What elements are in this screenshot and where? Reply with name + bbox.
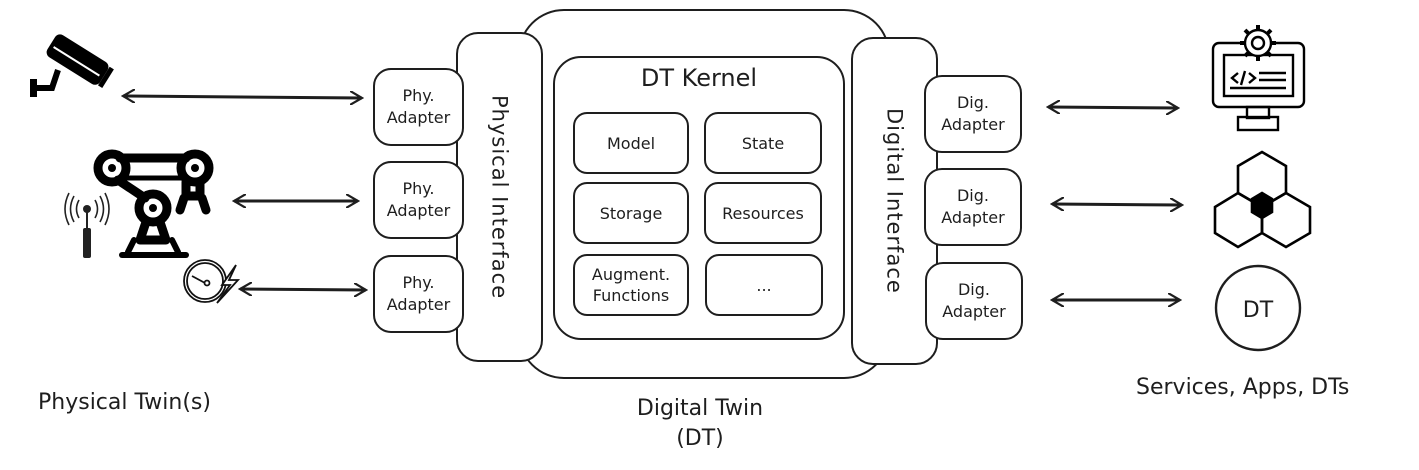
dig-adapter[interactable]: Dig. Adapter	[924, 75, 1022, 153]
dt-circle-icon: DT	[1214, 264, 1302, 352]
dt-kernel-title: DT Kernel	[640, 64, 758, 92]
physical-interface: Physical Interface	[456, 32, 543, 362]
digital-twin-caption-line2: (DT)	[676, 426, 724, 451]
robot-arm-icon	[93, 149, 214, 258]
kernel-component-label: Augment. Functions	[591, 265, 671, 305]
phy-adapter-label: Phy. Adapter	[386, 273, 451, 314]
kernel-component-more[interactable]: ...	[705, 254, 823, 316]
robot-arm-joints	[108, 164, 199, 212]
kernel-component-label: State	[741, 133, 785, 153]
physical-interface-label: Physical Interface	[487, 94, 512, 300]
dig-adapter-label: Dig. Adapter	[941, 93, 1005, 134]
dig-adapter[interactable]: Dig. Adapter	[924, 168, 1022, 246]
phy-adapter-label: Phy. Adapter	[386, 86, 451, 127]
kernel-component-label: Storage	[599, 203, 663, 223]
arrow-adapter-monitor	[1048, 107, 1178, 108]
kernel-component-label: Resources	[722, 203, 804, 223]
kernel-component-label: ...	[756, 275, 772, 295]
dig-adapter-label: Dig. Adapter	[941, 186, 1005, 227]
code-monitor-gear-icon	[1211, 25, 1306, 132]
dt-circle-label: DT	[1243, 298, 1274, 323]
kernel-component-augment-functions[interactable]: Augment. Functions	[573, 254, 689, 316]
arrow-gauge-adapter	[240, 289, 366, 290]
kernel-component-state[interactable]: State	[704, 112, 822, 174]
phy-adapter[interactable]: Phy. Adapter	[373, 68, 464, 146]
digital-twin-caption-line1: Digital Twin	[636, 396, 764, 421]
digital-interface-label: Digital Interface	[882, 108, 907, 294]
phy-adapter-label: Phy. Adapter	[386, 179, 451, 220]
dig-adapter[interactable]: Dig. Adapter	[925, 262, 1023, 340]
arrow-camera-adapter	[123, 96, 362, 98]
services-caption: Services, Apps, DTs	[1136, 375, 1350, 400]
gauge-energy-icon	[183, 259, 241, 304]
dig-adapter-label: Dig. Adapter	[942, 280, 1006, 321]
phy-adapter[interactable]: Phy. Adapter	[373, 255, 464, 333]
physical-twin-caption: Physical Twin(s)	[38, 390, 211, 415]
hex-cubes-icon	[1213, 150, 1312, 249]
kernel-component-storage[interactable]: Storage	[573, 182, 689, 244]
wireless-sensor-icon	[64, 192, 110, 258]
digital-twin-caption: Digital Twin (DT)	[600, 394, 800, 454]
kernel-component-resources[interactable]: Resources	[704, 182, 822, 244]
security-camera-icon	[30, 34, 114, 97]
kernel-component-label: Model	[606, 133, 656, 153]
phy-adapter[interactable]: Phy. Adapter	[373, 161, 464, 239]
arrow-adapter-cubes	[1052, 204, 1182, 205]
kernel-component-model[interactable]: Model	[573, 112, 689, 174]
